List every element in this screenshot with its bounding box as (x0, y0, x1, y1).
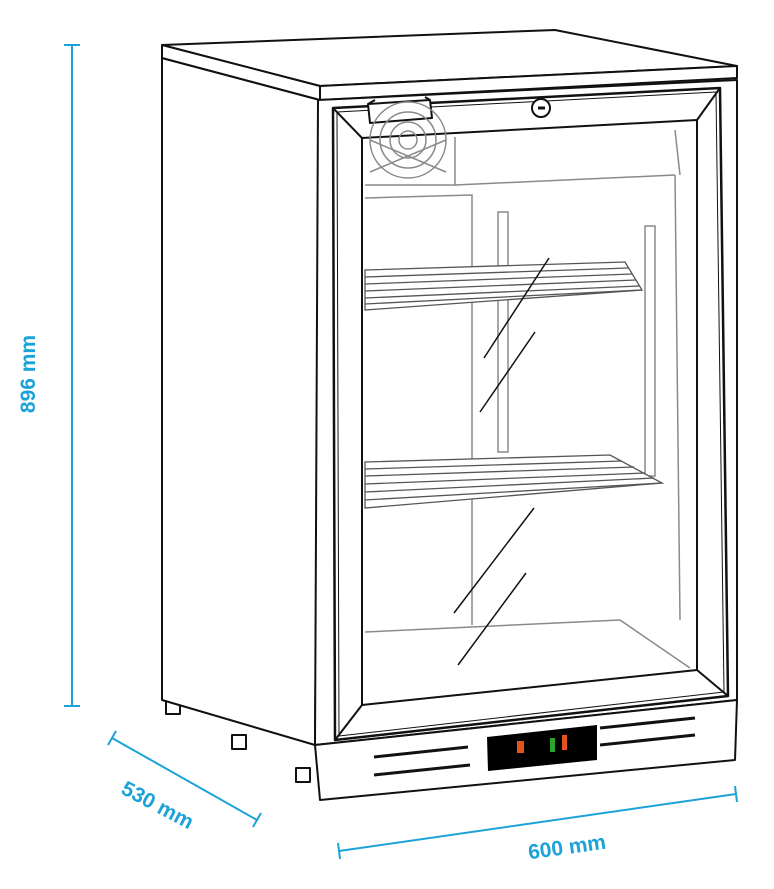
indicator-light-green (550, 738, 555, 752)
indicator-light-orange (517, 741, 524, 753)
foot-front-left (295, 767, 311, 783)
vent-slots (373, 716, 696, 777)
control-panel[interactable] (487, 725, 597, 771)
depth-dimension-line (107, 730, 262, 828)
top-front-edge (319, 65, 738, 101)
height-label: 896 mm (17, 334, 41, 414)
side-panel (161, 57, 321, 746)
width-dimension-line (337, 785, 738, 860)
fan-icon (369, 101, 447, 179)
shelf-rail-left (497, 211, 509, 453)
height-dimension-line (64, 44, 80, 707)
shelf-bottom (364, 454, 665, 509)
indicator-light-red (562, 735, 567, 750)
shelf-top (364, 261, 644, 311)
foot-back (231, 734, 247, 750)
glass-reflection (453, 257, 550, 666)
glass-panel (361, 119, 698, 706)
